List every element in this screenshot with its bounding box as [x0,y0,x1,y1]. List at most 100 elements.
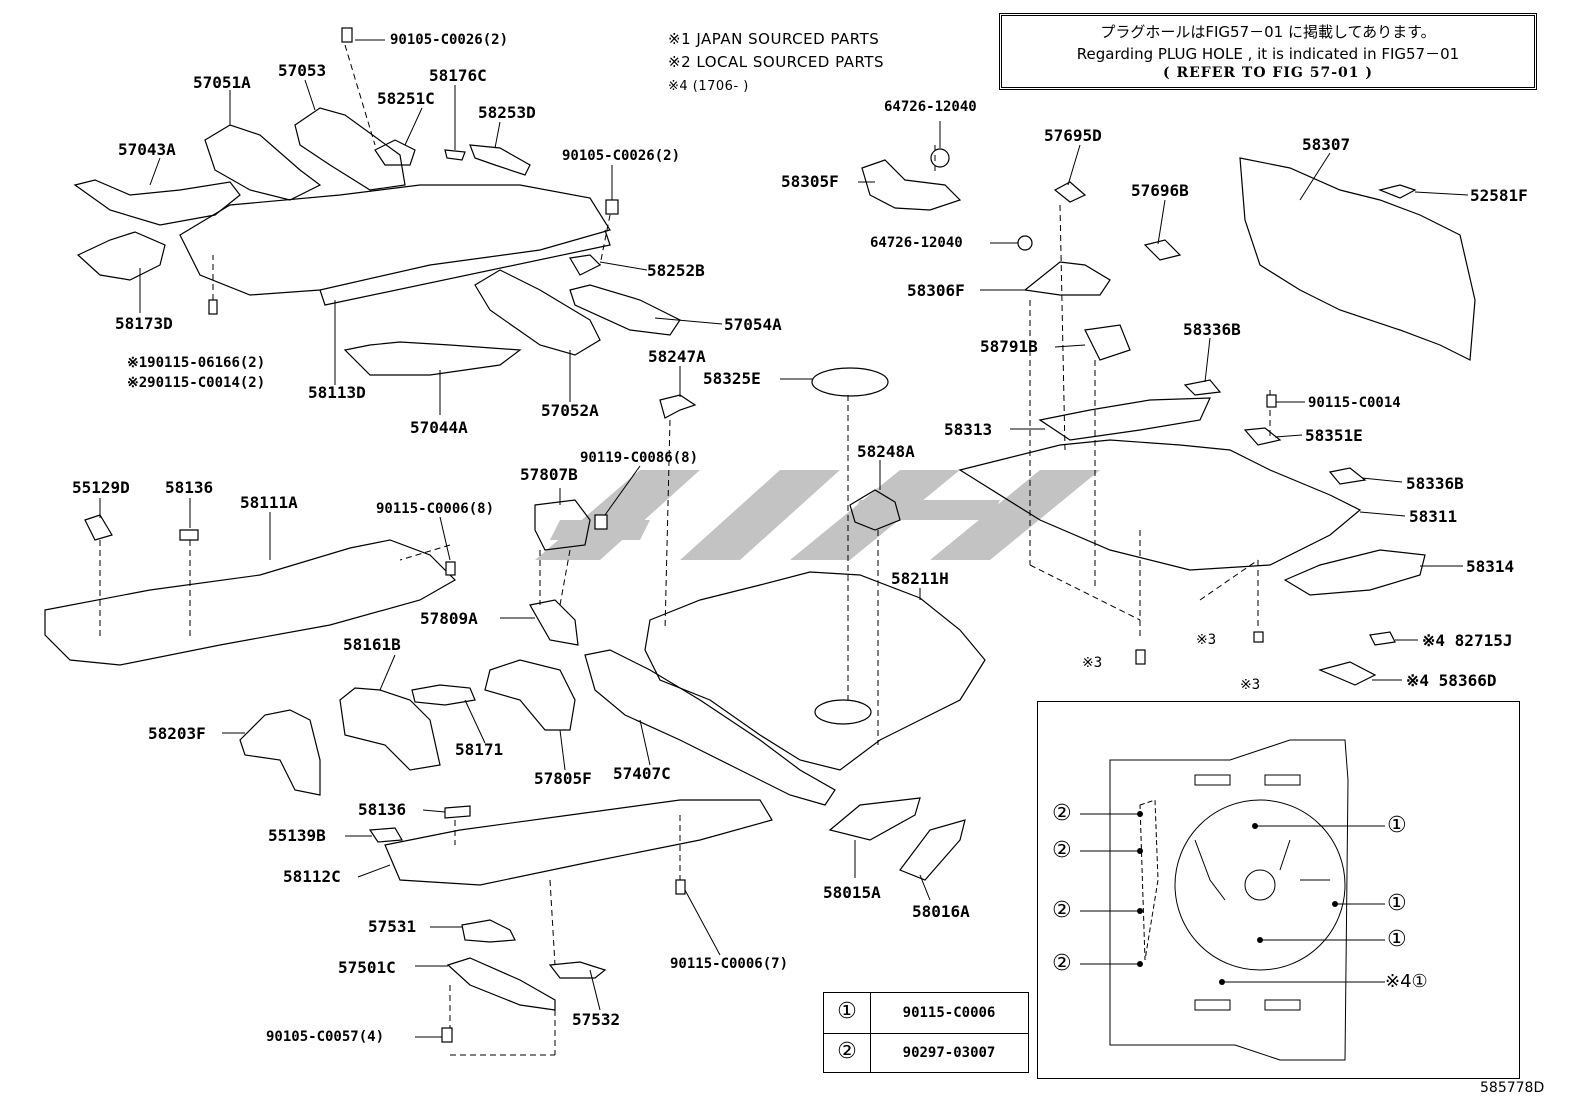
part-57407C-shape [584,649,836,806]
part-label-57044A[interactable]: 57044A [410,418,468,437]
part-label-57532[interactable]: 57532 [572,1010,621,1029]
part-label-90115-C0014-local[interactable]: ※290115-C0014(2) [127,375,266,391]
part-label-90119-C0086[interactable]: 90119-C0086(8) [580,450,699,466]
part-label-58171[interactable]: 58171 [455,740,504,759]
part-label-82715J[interactable]: ※4 82715J [1422,631,1513,650]
part-58247A-shape [659,394,697,419]
part-58248A-shape [849,489,901,531]
legend-symbol-1: ① [824,993,871,1033]
fastener-bolt-10 [441,1027,453,1043]
reference-link-fig57-01[interactable]: ( REFER TO FIG 57-01 ) [1162,65,1373,81]
part-label-64726-12040-top[interactable]: 64726-12040 [884,99,977,115]
part-label-58351E[interactable]: 58351E [1305,426,1363,445]
legend-part-2[interactable]: 90297-03007 [902,1045,996,1061]
part-label-58253D[interactable]: 58253D [478,103,536,122]
part-label-90105-C0026-mid[interactable]: 90105-C0026(2) [562,148,681,164]
part-label-57805F[interactable]: 57805F [534,769,592,788]
part-label-52581F[interactable]: 52581F [1470,186,1528,205]
part-label-58176C[interactable]: 58176C [429,66,487,85]
part-label-58203F[interactable]: 58203F [148,724,206,743]
figure-id: 585778D [1480,1080,1545,1096]
part-label-58161B[interactable]: 58161B [343,635,401,654]
part-label-58336B-top[interactable]: 58336B [1183,320,1241,339]
part-57696B-shape [1143,239,1182,261]
detail-callout-2-d: ② [1052,951,1072,976]
part-57807B-shape [534,499,591,551]
part-label-64726-12040-mid[interactable]: 64726-12040 [870,235,963,251]
part-label-57407C[interactable]: 57407C [613,764,671,783]
reference-line-en: Regarding PLUG HOLE , it is indicated in… [1076,45,1460,63]
part-label-55129D[interactable]: 55129D [72,478,130,497]
part-label-58211H[interactable]: 58211H [891,569,949,588]
detail-callout-2-b: ② [1052,838,1072,863]
part-58176C-shape [444,149,466,161]
part-label-58016A[interactable]: 58016A [912,902,970,921]
part-58313-shape [1038,397,1211,441]
part-label-57695D[interactable]: 57695D [1044,126,1102,145]
part-label-58307[interactable]: 58307 [1302,135,1351,154]
part-label-57052A[interactable]: 57052A [541,401,599,420]
part-label-57043A[interactable]: 57043A [118,140,176,159]
part-label-58305F[interactable]: 58305F [781,172,839,191]
part-label-57501C[interactable]: 57501C [338,958,396,977]
part-58161B-shape [339,687,441,771]
part-label-58252B[interactable]: 58252B [647,261,705,280]
part-label-58791B[interactable]: 58791B [980,337,1038,356]
part-58113D-shape [179,184,611,296]
part-label-58311[interactable]: 58311 [1409,507,1458,526]
fastener-bolt-4 [445,561,456,576]
part-label-58112C[interactable]: 58112C [283,867,341,886]
part-label-90115-C0014[interactable]: 90115-C0014 [1308,395,1401,411]
part-57043A-shape [73,179,241,226]
legend-part-1[interactable]: 90115-C0006 [902,1005,996,1021]
part-label-57054A[interactable]: 57054A [724,315,782,334]
part-label-57696B[interactable]: 57696B [1131,181,1189,200]
part-label-58306F[interactable]: 58306F [907,281,965,300]
detail-spare-tire-pan [1109,739,1349,1061]
part-label-58314[interactable]: 58314 [1466,557,1515,576]
part-label-57809A[interactable]: 57809A [420,609,478,628]
reference-line-jp: プラグホールはFIG57－01 に掲載してあります。 [1100,23,1436,41]
part-64726-clip-top [930,148,950,168]
part-label-57807B[interactable]: 57807B [520,465,578,484]
part-label-58248A[interactable]: 58248A [857,442,915,461]
part-57053-shape [294,107,406,191]
part-label-90115-06166[interactable]: ※190115-06166(2) [127,355,266,371]
part-55129D-shape [84,514,113,541]
part-label-58113D[interactable]: 58113D [308,383,366,402]
part-label-58336B-mid[interactable]: 58336B [1406,474,1464,493]
legend-table: ① 90115-C0006 ② 90297-03007 [823,992,1029,1073]
part-label-90105-C0057[interactable]: 90105-C0057(4) [266,1029,385,1045]
legend-row-2: ② 90297-03007 [824,1033,1028,1073]
part-label-58015A[interactable]: 58015A [823,883,881,902]
part-58366D-shape [1318,661,1377,686]
part-label-90105-C0026-top[interactable]: 90105-C0026(2) [390,32,509,48]
part-label-58366D[interactable]: ※4 58366D [1406,671,1497,690]
part-label-58111A[interactable]: 58111A [240,493,298,512]
part-58203F-shape [239,709,321,796]
part-label-58136-b[interactable]: 58136 [358,800,407,819]
part-label-57531[interactable]: 57531 [368,917,417,936]
part-label-58313[interactable]: 58313 [944,420,993,439]
fastener-bolt-1 [341,27,353,43]
part-57054A-shape [569,284,681,336]
note-japan-sourced: ※1 JAPAN SOURCED PARTS [668,30,880,48]
part-label-58251C[interactable]: 58251C [377,89,435,108]
part-58111A-shape [44,539,456,666]
part-label-58173D[interactable]: 58173D [115,314,173,333]
part-label-58136-a[interactable]: 58136 [165,478,214,497]
part-57044A-shape [343,341,522,376]
reference-box: プラグホールはFIG57－01 に掲載してあります。 Regarding PLU… [999,13,1537,90]
part-label-90115-C0006-8[interactable]: 90115-C0006(8) [376,501,495,517]
part-label-57051A[interactable]: 57051A [193,73,251,92]
part-label-57053[interactable]: 57053 [278,61,327,80]
part-label-58325E[interactable]: 58325E [703,369,761,388]
part-57809A-shape [529,599,579,646]
part-label-55139B[interactable]: 55139B [268,826,326,845]
part-58306F-shape [1023,261,1111,296]
detail-callout-4-1: ※4① [1385,971,1428,992]
part-58136-shape-a [179,529,199,541]
part-58112C-shape [384,799,773,886]
part-label-58247A[interactable]: 58247A [648,347,706,366]
part-label-90115-C0006-7[interactable]: 90115-C0006(7) [670,956,789,972]
